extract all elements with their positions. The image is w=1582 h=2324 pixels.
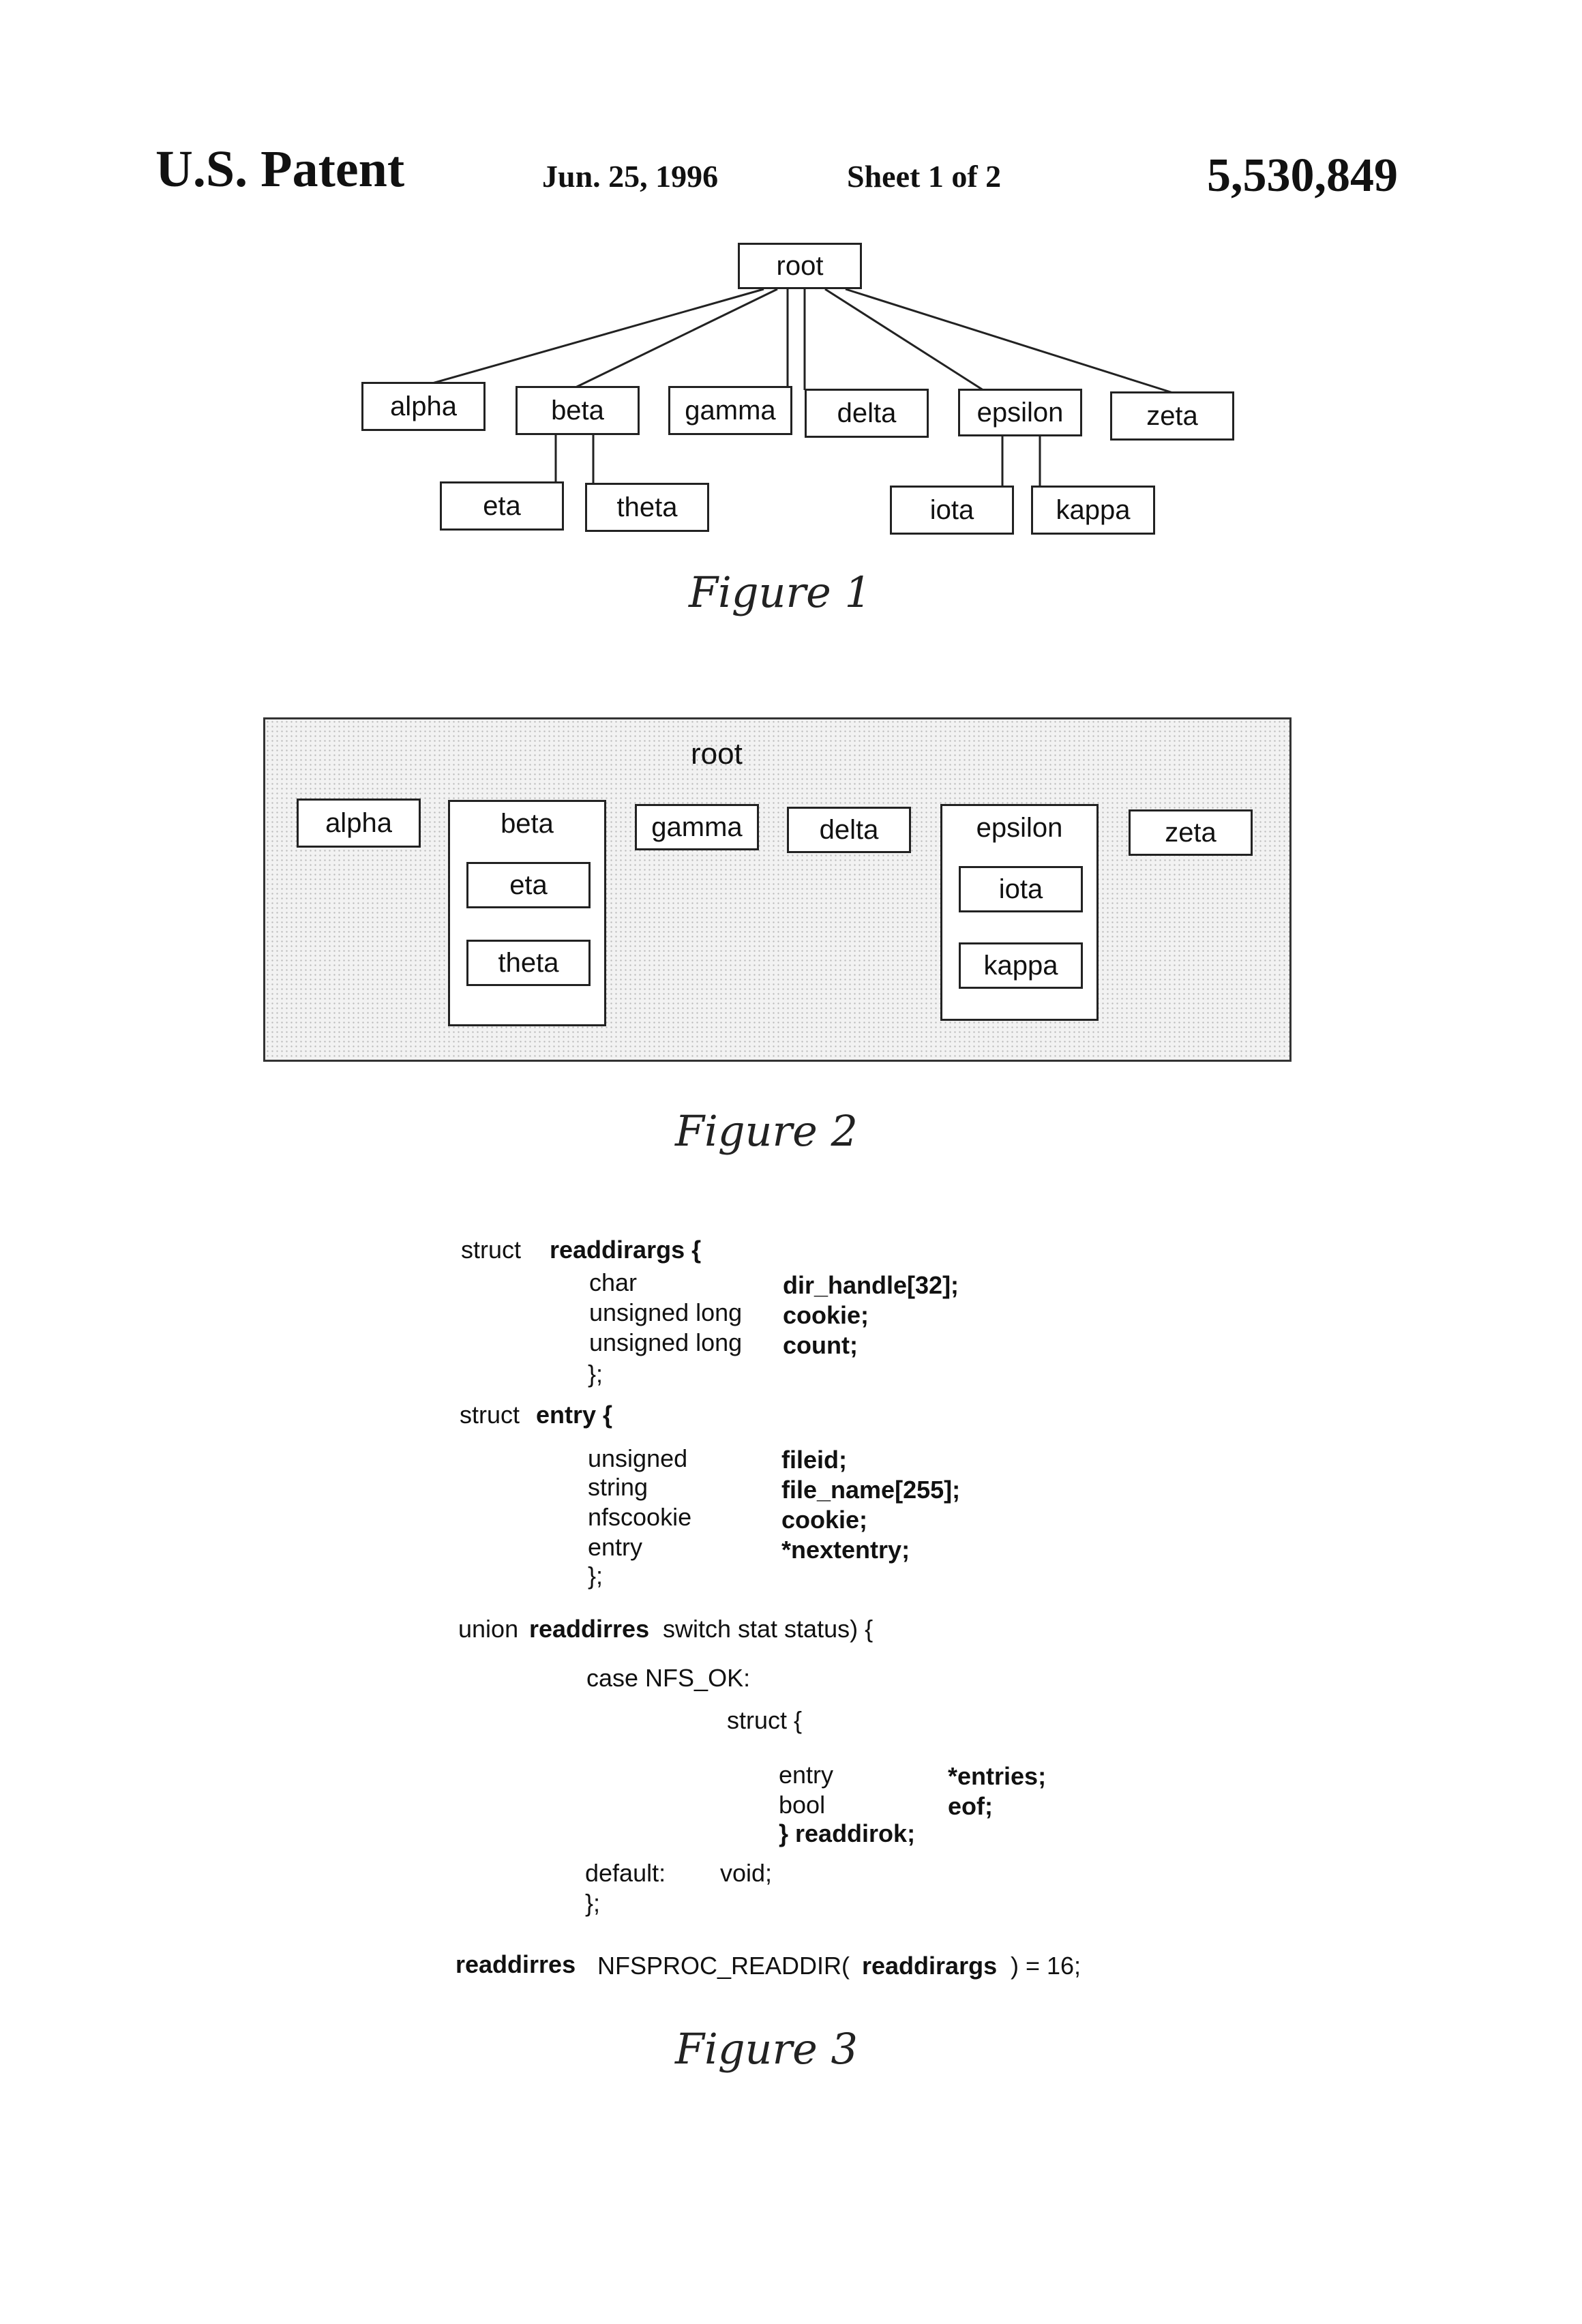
fig1-node-zeta: zeta bbox=[1110, 391, 1234, 441]
fig1-node-theta: theta bbox=[585, 483, 709, 532]
figure2-caption: Figure 2 bbox=[675, 1106, 858, 1156]
fig1-node-iota: iota bbox=[890, 486, 1014, 535]
code-case: case NFS_OK: bbox=[586, 1664, 750, 1693]
code-readdirres-name: readdirres bbox=[529, 1615, 649, 1643]
code-type: bool bbox=[779, 1791, 825, 1819]
code-proc-return: readdirres bbox=[456, 1950, 576, 1979]
fig2-root-panel: root alpha beta eta theta gamma delta ep… bbox=[263, 717, 1292, 1062]
figure1-caption: Figure 1 bbox=[689, 567, 871, 617]
fig1-node-kappa: kappa bbox=[1031, 486, 1155, 535]
code-field: cookie; bbox=[783, 1301, 869, 1330]
code-field: eof; bbox=[948, 1792, 993, 1821]
fig2-box-delta: delta bbox=[787, 807, 911, 853]
fig2-box-gamma: gamma bbox=[635, 804, 759, 850]
code-entry-name: entry { bbox=[536, 1401, 612, 1429]
fig1-node-gamma: gamma bbox=[668, 386, 792, 435]
code-field: *nextentry; bbox=[781, 1536, 910, 1564]
code-readdirargs-name: readdirargs { bbox=[550, 1236, 701, 1264]
fig2-box-iota: iota bbox=[959, 866, 1083, 912]
code-union-keyword: union bbox=[458, 1615, 518, 1643]
code-field: dir_handle[32]; bbox=[783, 1271, 959, 1300]
code-type: string bbox=[588, 1473, 648, 1502]
code-close-brace: }; bbox=[588, 1562, 603, 1590]
code-struct-keyword-1: struct bbox=[461, 1236, 521, 1264]
code-struct-keyword-2: struct bbox=[460, 1401, 520, 1429]
fig2-box-zeta: zeta bbox=[1129, 809, 1253, 856]
fig2-beta-label: beta bbox=[450, 809, 604, 839]
code-inner-close: } readdirok; bbox=[779, 1819, 915, 1848]
fig2-group-epsilon: epsilon iota kappa bbox=[940, 804, 1099, 1021]
code-close-brace: }; bbox=[585, 1889, 600, 1918]
fig1-node-epsilon: epsilon bbox=[958, 389, 1082, 436]
fig2-box-alpha: alpha bbox=[297, 799, 421, 848]
code-default-label: default: bbox=[585, 1859, 666, 1888]
fig2-epsilon-label: epsilon bbox=[942, 813, 1096, 844]
fig1-node-beta: beta bbox=[516, 386, 640, 435]
code-type: char bbox=[589, 1268, 637, 1297]
code-switch: switch stat status) { bbox=[663, 1615, 873, 1643]
fig1-node-delta: delta bbox=[805, 389, 929, 438]
fig2-group-beta: beta eta theta bbox=[448, 800, 606, 1026]
fig2-box-kappa: kappa bbox=[959, 942, 1083, 989]
code-close-brace: }; bbox=[588, 1360, 603, 1388]
fig2-box-theta: theta bbox=[466, 940, 591, 986]
fig2-box-eta: eta bbox=[466, 862, 591, 908]
code-type: unsigned long bbox=[589, 1328, 742, 1357]
code-type: nfscookie bbox=[588, 1503, 691, 1532]
figure1-connectors bbox=[0, 0, 1582, 614]
code-type: unsigned long bbox=[589, 1298, 742, 1327]
figure3-caption: Figure 3 bbox=[675, 2024, 858, 2074]
fig1-node-alpha: alpha bbox=[361, 382, 486, 431]
code-field: cookie; bbox=[781, 1506, 867, 1534]
fig2-root-label: root bbox=[691, 737, 743, 771]
fig1-root-node: root bbox=[738, 243, 862, 289]
code-type: entry bbox=[588, 1533, 642, 1562]
code-type: unsigned bbox=[588, 1444, 687, 1473]
code-inner-struct: struct { bbox=[727, 1706, 802, 1735]
code-proc-arg: readdirargs bbox=[862, 1952, 997, 1980]
code-field: count; bbox=[783, 1331, 858, 1360]
code-field: file_name[255]; bbox=[781, 1476, 960, 1504]
code-field: *entries; bbox=[948, 1762, 1046, 1791]
code-field: fileid; bbox=[781, 1446, 847, 1474]
code-type: entry bbox=[779, 1761, 833, 1789]
code-proc-end: ) = 16; bbox=[1011, 1952, 1081, 1980]
fig1-node-eta: eta bbox=[440, 481, 564, 531]
code-proc-name: NFSPROC_READDIR( bbox=[597, 1952, 850, 1980]
code-default-value: void; bbox=[720, 1859, 772, 1888]
